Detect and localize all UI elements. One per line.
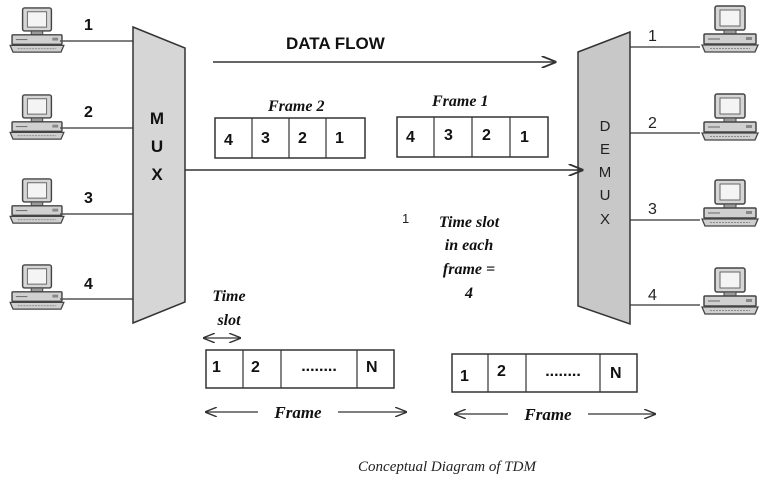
time-slot-label: Time slot (212, 288, 245, 329)
demux-letter: U (600, 187, 611, 204)
time-slot-note: Time slot in each frame = 4 (439, 214, 500, 302)
frame-title: Frame 1 (431, 93, 488, 110)
time-slot: 1 (212, 359, 221, 376)
note-line: frame = (443, 261, 495, 278)
stray-digit: 1 (402, 211, 409, 226)
computer-icon (701, 93, 759, 141)
computer-icon (9, 264, 65, 310)
computer-icon (701, 179, 759, 227)
time-slot: 1 (520, 129, 529, 146)
port-number: 2 (648, 115, 657, 132)
left-connections (60, 40, 140, 300)
generic-frame-left: 1 2 ........ N (205, 349, 395, 389)
time-slot: 1 (335, 130, 344, 147)
time-slot: 2 (482, 127, 491, 144)
mux-device (132, 25, 186, 325)
left-port-numbers: 1 2 3 4 (84, 17, 93, 293)
note-line: in each (445, 237, 494, 254)
time-slot: 1 (460, 368, 469, 385)
frame-titles: Frame 2 Frame 1 (267, 93, 488, 115)
port-number: 1 (648, 28, 657, 45)
demux-letter: M (599, 164, 612, 181)
frame-title: Frame 2 (267, 98, 324, 115)
demux-label: D E M U X (599, 118, 612, 228)
time-slot: N (366, 359, 378, 376)
time-slot: 3 (444, 127, 453, 144)
port-number: 2 (84, 104, 93, 121)
time-slot: 4 (406, 129, 415, 146)
computer-icon (701, 267, 759, 315)
diagram-caption: Conceptual Diagram of TDM (358, 459, 537, 475)
time-slot: 2 (251, 359, 260, 376)
frame-label: Frame (273, 403, 322, 422)
demux-letter: D (600, 118, 611, 135)
port-number: 3 (648, 201, 657, 218)
time-slot-label-line: Time (212, 288, 245, 305)
time-slot: 4 (224, 132, 233, 149)
demux-letter: X (600, 211, 610, 228)
frame-2-box: 4 3 2 1 (214, 117, 366, 159)
right-port-numbers: 1 2 3 4 (648, 28, 657, 304)
time-slot: 2 (497, 363, 506, 380)
time-slot: ........ (545, 363, 581, 380)
demux-letter: E (600, 141, 610, 158)
time-slot: ........ (301, 358, 337, 375)
generic-frame-right: 1 2 ........ N (451, 353, 638, 393)
time-slot: 3 (261, 130, 270, 147)
computer-icon (9, 7, 65, 53)
time-slot: N (610, 365, 622, 382)
note-line: 4 (464, 285, 473, 302)
mux-label: M U X (150, 109, 164, 184)
mux-letter: M (150, 109, 164, 128)
computer-icon (9, 94, 65, 140)
time-slot: 2 (298, 130, 307, 147)
note-line: Time slot (439, 214, 500, 231)
port-number: 4 (84, 276, 93, 293)
port-number: 4 (648, 287, 657, 304)
computer-icon (701, 5, 759, 53)
port-number: 1 (84, 17, 93, 34)
data-flow-label: DATA FLOW (286, 34, 386, 53)
port-number: 3 (84, 190, 93, 207)
mux-letter: U (151, 137, 163, 156)
frame-label: Frame (523, 405, 572, 424)
demux-device (577, 30, 631, 326)
frame-1-box: 4 3 2 1 (396, 116, 549, 158)
time-slot-label-line: slot (216, 312, 241, 329)
mux-letter: X (151, 165, 163, 184)
computer-icon (9, 178, 65, 224)
right-connections (630, 46, 700, 306)
